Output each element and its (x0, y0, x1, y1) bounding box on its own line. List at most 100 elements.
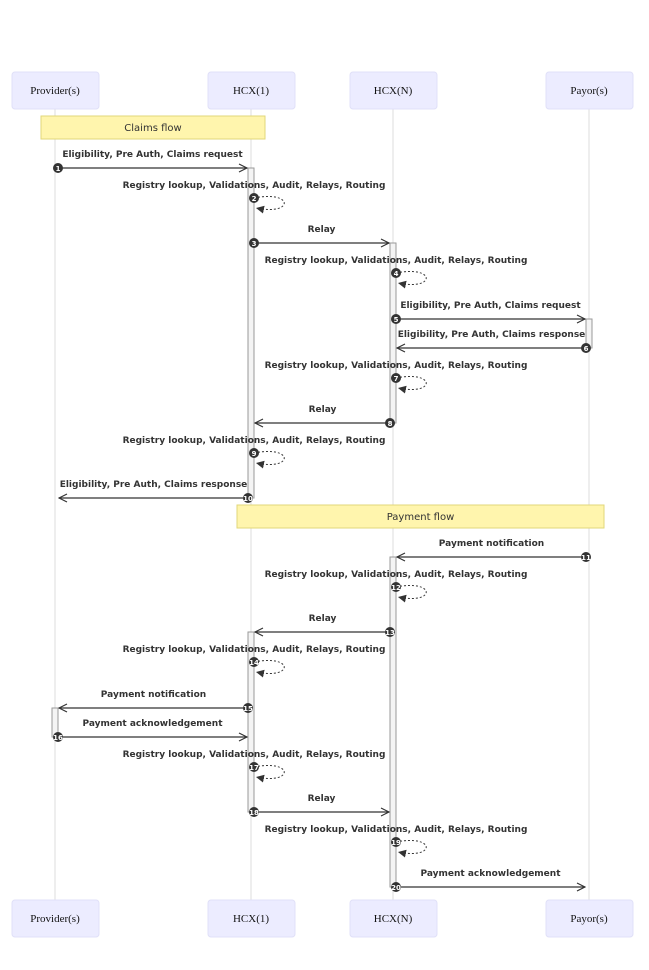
sequence-number-badge (249, 238, 259, 248)
actor-top-payor-s (545, 71, 634, 110)
sequence-number: 8 (388, 420, 393, 428)
message-label: Eligibility, Pre Auth, Claims request (400, 301, 581, 311)
sequence-number: 14 (249, 659, 259, 667)
message-label: Payment notification (439, 539, 544, 549)
message-label: Eligibility, Pre Auth, Claims response (60, 480, 248, 490)
sequence-number-badge (249, 193, 259, 203)
sequence-number: 10 (243, 495, 253, 503)
self-message-arrow (253, 660, 285, 678)
actor-top-hcx-1-label: HCX(1) (233, 85, 269, 97)
message-label: Registry lookup, Validations, Audit, Rel… (123, 750, 386, 760)
sequence-number-badge (53, 163, 63, 173)
message-label: Registry lookup, Validations, Audit, Rel… (265, 825, 528, 835)
note-claims-flow (40, 115, 266, 140)
actor-bottom-payor-s-label: Payor(s) (570, 913, 608, 925)
self-message-arrow (395, 585, 427, 603)
sequence-number-badge (391, 882, 401, 892)
message-4: Registry lookup, Validations, Audit, Rel… (265, 256, 528, 289)
sequence-number: 16 (53, 734, 63, 742)
sequence-number: 12 (391, 584, 401, 592)
sequence-number-badge (391, 837, 401, 847)
message-label: Relay (308, 794, 336, 804)
sequence-number: 7 (394, 375, 399, 383)
message-label: Registry lookup, Validations, Audit, Rel… (123, 436, 386, 446)
message-label: Registry lookup, Validations, Audit, Rel… (265, 570, 528, 580)
message-15: Payment notification 15 (59, 690, 253, 713)
message-label: Registry lookup, Validations, Audit, Rel… (123, 645, 386, 655)
sequence-number: 15 (243, 705, 253, 713)
sequence-number: 17 (249, 764, 259, 772)
sequence-number-badge (391, 582, 401, 592)
message-2: Registry lookup, Validations, Audit, Rel… (123, 181, 386, 214)
message-13: Relay 13 (255, 614, 395, 637)
message-12: Registry lookup, Validations, Audit, Rel… (265, 570, 528, 603)
actor-bottom-provider-s-label: Provider(s) (30, 913, 80, 925)
sequence-number: 4 (394, 270, 399, 278)
message-label: Relay (309, 405, 337, 415)
note-label: Payment flow (387, 512, 455, 523)
message-label: Relay (309, 614, 337, 624)
note-label: Claims flow (124, 123, 181, 134)
actor-bottom-payor-s (545, 899, 634, 938)
sequence-number: 19 (391, 839, 401, 847)
self-message-arrow (395, 840, 427, 858)
sequence-number-badge (385, 418, 395, 428)
message-label: Registry lookup, Validations, Audit, Rel… (265, 361, 528, 371)
actor-top-payor-s-label: Payor(s) (570, 85, 608, 97)
message-label: Payment acknowledgement (82, 719, 223, 729)
self-message-arrow (395, 376, 427, 394)
message-label: Registry lookup, Validations, Audit, Rel… (123, 181, 386, 191)
self-message-arrow (395, 271, 427, 289)
sequence-number-badge (249, 807, 259, 817)
message-label: Eligibility, Pre Auth, Claims request (62, 150, 243, 160)
message-18: Relay 18 (249, 794, 389, 817)
actor-top-hcx-n-label: HCX(N) (374, 85, 413, 97)
message-14: Registry lookup, Validations, Audit, Rel… (123, 645, 386, 678)
sequence-number-badge (53, 732, 63, 742)
self-message-arrow (253, 451, 285, 469)
actor-top-provider-s (11, 71, 100, 110)
sequence-number: 18 (249, 809, 259, 817)
sequence-number: 2 (252, 195, 257, 203)
message-label: Payment acknowledgement (420, 869, 561, 879)
message-11: Payment notification 11 (397, 539, 591, 562)
message-16: Payment acknowledgement 16 (53, 719, 247, 742)
sequence-number: 6 (584, 345, 589, 353)
sequence-number-badge (249, 762, 259, 772)
actor-bottom-hcx-1-label: HCX(1) (233, 913, 269, 925)
sequence-number-badge (385, 627, 395, 637)
sequence-number: 1 (56, 165, 61, 173)
sequence-number-badge (249, 448, 259, 458)
sequence-number: 11 (581, 554, 591, 562)
message-label: Payment notification (101, 690, 206, 700)
actor-top-hcx-n (349, 71, 438, 110)
sequence-number-badge (243, 493, 253, 503)
message-19: Registry lookup, Validations, Audit, Rel… (265, 825, 528, 858)
sequence-number-badge (581, 552, 591, 562)
sequence-number-badge (243, 703, 253, 713)
actor-bottom-provider-s (11, 899, 100, 938)
message-label: Registry lookup, Validations, Audit, Rel… (265, 256, 528, 266)
sequence-number-badge (391, 373, 401, 383)
sequence-number: 3 (252, 240, 257, 248)
message-8: Relay 8 (255, 405, 395, 428)
message-17: Registry lookup, Validations, Audit, Rel… (123, 750, 386, 783)
sequence-number: 5 (394, 316, 399, 324)
note-payment-flow (236, 504, 605, 529)
actor-top-hcx-1 (207, 71, 296, 110)
actor-top-provider-s-label: Provider(s) (30, 85, 80, 97)
sequence-number: 13 (385, 629, 395, 637)
sequence-number: 9 (252, 450, 257, 458)
message-7: Registry lookup, Validations, Audit, Rel… (265, 361, 528, 394)
sequence-number-badge (391, 268, 401, 278)
sequence-number-badge (391, 314, 401, 324)
actor-bottom-hcx-n-label: HCX(N) (374, 913, 413, 925)
self-message-arrow (253, 196, 285, 214)
sequence-number-badge (581, 343, 591, 353)
